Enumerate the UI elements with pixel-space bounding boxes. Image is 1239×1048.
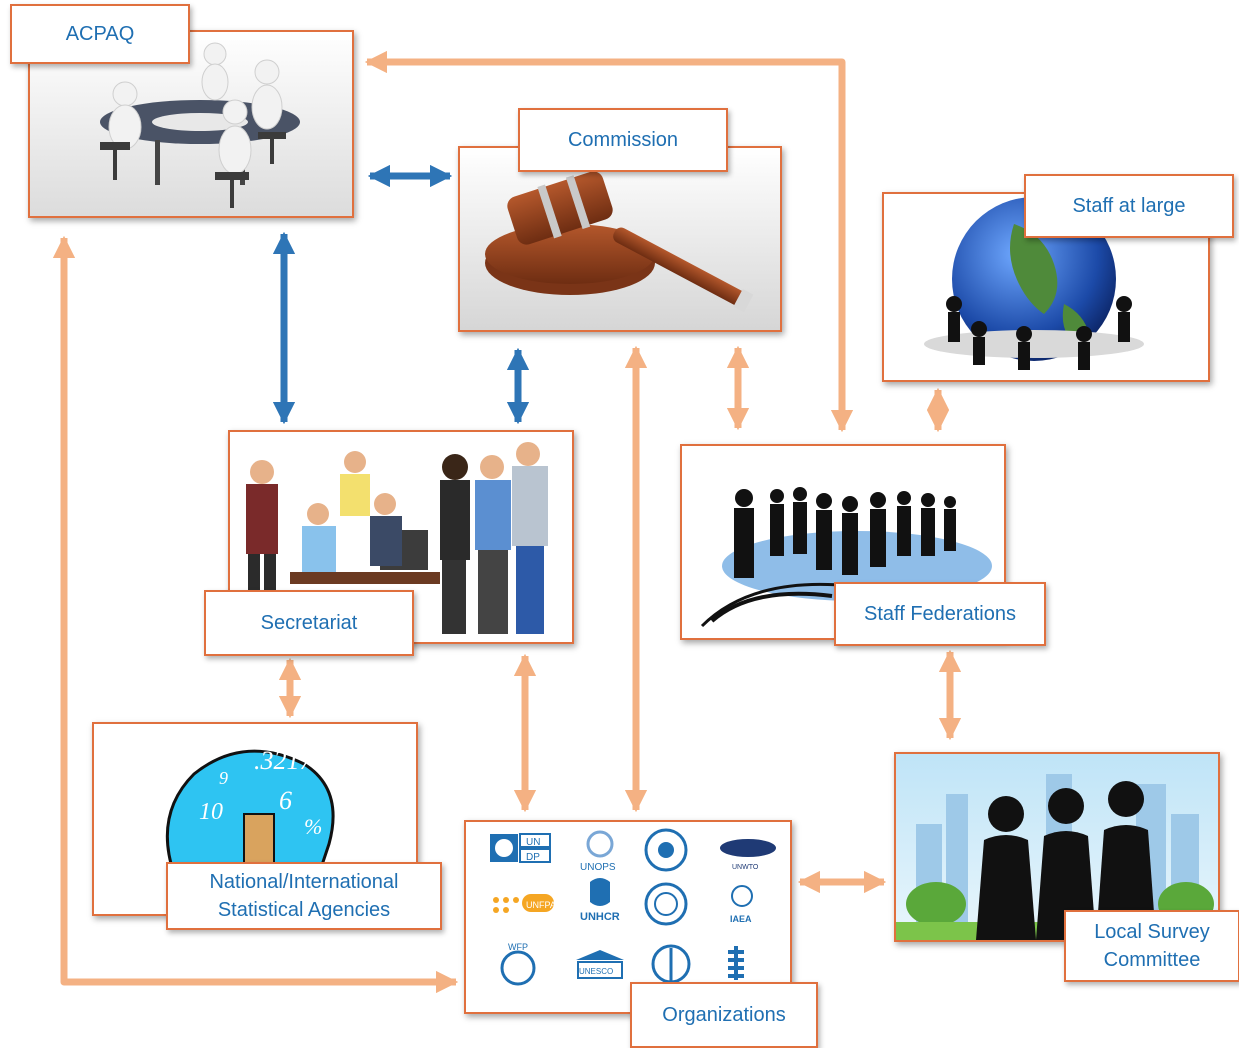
- svg-text:UN: UN: [526, 837, 540, 848]
- local-survey-committee-label: Local Survey Committee: [1064, 910, 1239, 982]
- acpaq-label: ACPAQ: [10, 4, 190, 64]
- undp-logo-icon: UN DP: [490, 833, 551, 863]
- unhcr-logo-icon: UNHCR: [580, 878, 620, 923]
- secretariat-label: Secretariat: [204, 590, 414, 656]
- svg-text:.3217: .3217: [254, 746, 314, 775]
- staff-at-large-label: Staff at large: [1024, 174, 1234, 238]
- svg-text:6: 6: [279, 786, 292, 815]
- iaea-logo-icon: IAEA: [730, 885, 753, 924]
- fao-logo-icon: [644, 882, 688, 926]
- commission-label: Commission: [518, 108, 728, 172]
- arrow-federations-acpaq: [364, 50, 854, 433]
- svg-text:UNHCR: UNHCR: [580, 911, 620, 923]
- organizations-image: UN DP UNOPS UNWTO UNFPA UNHCR: [464, 820, 792, 1014]
- svg-text:9: 9: [219, 768, 228, 788]
- svg-text:WFP: WFP: [508, 942, 528, 952]
- organizations-label: Organizations: [630, 982, 818, 1048]
- unwto-logo-icon: UNWTO: [720, 839, 776, 871]
- gavel-illustration: [460, 148, 780, 330]
- unesco-logo-icon: UNESCO: [576, 950, 624, 979]
- arrow-acpaq-organizations: [52, 235, 459, 994]
- unrwa-logo-icon: [728, 946, 744, 980]
- svg-text:DP: DP: [526, 852, 540, 863]
- svg-text:UNFPA: UNFPA: [526, 900, 556, 910]
- commission-image: [458, 146, 782, 332]
- un-agency-logos: UN DP UNOPS UNWTO UNFPA UNHCR: [466, 822, 790, 1012]
- svg-text:UNESCO: UNESCO: [579, 967, 613, 976]
- svg-text:IAEA: IAEA: [730, 914, 752, 924]
- unops-logo-icon: UNOPS: [580, 830, 616, 873]
- silhouettes-city-skyline-illustration: [896, 754, 1218, 940]
- svg-text:UNOPS: UNOPS: [580, 862, 616, 873]
- staff-federations-label: Staff Federations: [834, 582, 1046, 646]
- wfp-logo-icon: WFP: [500, 942, 536, 986]
- svg-text:%: %: [304, 814, 322, 839]
- unfpa-logo-icon: UNFPA: [493, 894, 556, 913]
- svg-text:UNWTO: UNWTO: [732, 864, 759, 871]
- svg-text:10: 10: [199, 799, 223, 825]
- statistical-agencies-label: National/International Statistical Agenc…: [166, 862, 442, 930]
- unicef-logo-icon: [644, 828, 688, 872]
